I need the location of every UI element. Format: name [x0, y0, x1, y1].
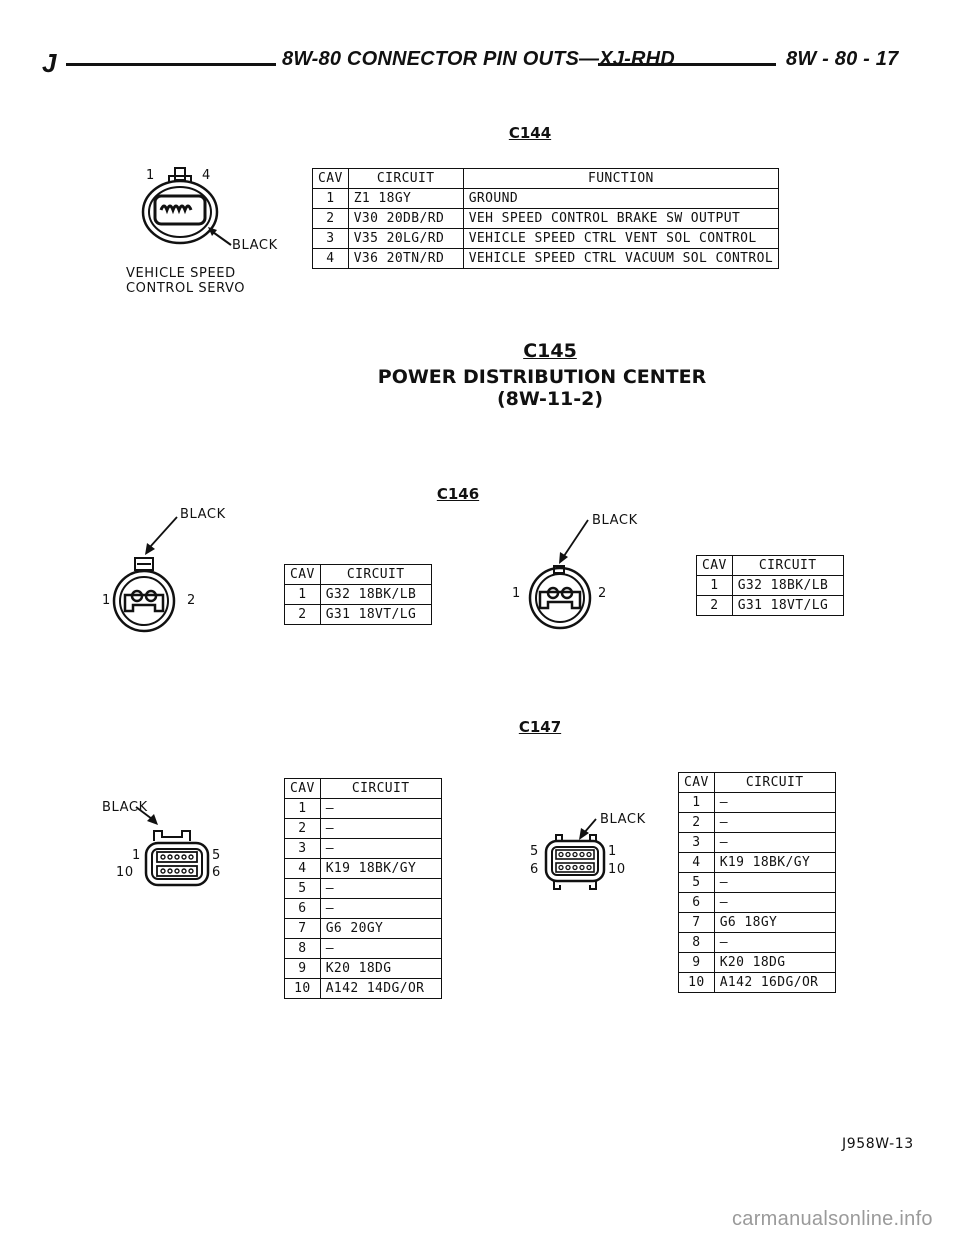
c146-right-pin-table: CAV CIRCUIT 1 G32 18BK/LB 2 G31 18VT/LG — [696, 555, 844, 616]
c144-connector-name: VEHICLE SPEED CONTROL SERVO — [126, 266, 246, 296]
header-rule-right — [598, 63, 776, 66]
c146-left-connector-icon — [112, 516, 178, 633]
table-row: 8— — [678, 932, 836, 953]
col-cav: CAV — [312, 168, 349, 189]
table-row: 4 V36 20TN/RD VEHICLE SPEED CTRL VACUUM … — [312, 248, 780, 269]
c146-right-pin-label: 2 — [598, 586, 607, 601]
table-row: 1— — [678, 792, 836, 813]
table-row: 1— — [284, 798, 442, 819]
c147-left-connector-icon — [135, 806, 210, 887]
c147-left-color-label: BLACK — [102, 800, 148, 815]
table-row: 5— — [284, 878, 442, 899]
table-row: 2 G31 18VT/LG — [284, 604, 432, 625]
header-letter: J — [42, 48, 57, 78]
c146-right-pin-label: 1 — [512, 586, 521, 601]
table-row: 2 V30 20DB/RD VEH SPEED CONTROL BRAKE SW… — [312, 208, 780, 229]
table-header-row: CAV CIRCUIT — [678, 772, 836, 793]
header-rule-left — [66, 63, 276, 66]
c146-left-pin-label: 1 — [102, 593, 111, 608]
c146-right-connector-icon — [528, 519, 592, 630]
c146-title: C146 — [436, 485, 480, 503]
c147-title: C147 — [518, 718, 562, 736]
table-row: 3 V35 20LG/RD VEHICLE SPEED CTRL VENT SO… — [312, 228, 780, 249]
c146-right-color-label: BLACK — [592, 513, 638, 528]
table-row: 6— — [678, 892, 836, 913]
table-header-row: CAV CIRCUIT — [284, 778, 442, 799]
table-row: 3— — [678, 832, 836, 853]
c147-right-pin-label: 6 — [530, 862, 539, 877]
c145-line1: POWER DISTRIBUTION CENTER — [377, 366, 707, 388]
table-row: 2 G31 18VT/LG — [696, 595, 844, 616]
table-header-row: CAV CIRCUIT — [696, 555, 844, 576]
c144-pin-table: CAV CIRCUIT FUNCTION 1 Z1 18GY GROUND 2 … — [312, 168, 780, 269]
c145-title: C145 — [523, 340, 577, 362]
table-row: 2— — [284, 818, 442, 839]
c147-right-pin-label: 10 — [608, 862, 626, 877]
c145-line2: (8W-11-2) — [496, 388, 604, 410]
c144-pin-label: 4 — [202, 168, 211, 183]
c147-right-pin-label: 5 — [530, 844, 539, 859]
table-row: 3— — [284, 838, 442, 859]
c147-left-pin-label: 6 — [212, 865, 221, 880]
col-circuit: CIRCUIT — [347, 168, 464, 189]
table-row: 5— — [678, 872, 836, 893]
figure-code: J958W-13 — [842, 1136, 914, 1152]
page-title: 8W-80 CONNECTOR PIN OUTS—XJ-RHD — [282, 48, 675, 70]
table-row: 2— — [678, 812, 836, 833]
c144-connector-icon — [141, 167, 232, 246]
table-row: 1 G32 18BK/LB — [696, 575, 844, 596]
c144-color-label: BLACK — [232, 238, 278, 253]
c147-right-color-label: BLACK — [600, 812, 646, 827]
table-row: 1 Z1 18GY GROUND — [312, 188, 780, 209]
page-number: 8W - 80 - 17 — [786, 48, 899, 70]
table-header-row: CAV CIRCUIT — [284, 564, 432, 585]
c147-left-pin-label: 1 — [132, 848, 141, 863]
c144-pin-label: 1 — [146, 168, 155, 183]
table-row: 1 G32 18BK/LB — [284, 584, 432, 605]
c146-left-color-label: BLACK — [180, 507, 226, 522]
table-header-row: CAV CIRCUIT FUNCTION — [312, 168, 780, 189]
table-row: 8— — [284, 938, 442, 959]
c147-right-pin-label: 1 — [608, 844, 617, 859]
col-function: FUNCTION — [462, 168, 780, 189]
watermark: carmanualsonline.info — [732, 1208, 933, 1230]
table-row: 6— — [284, 898, 442, 919]
c147-right-connector-icon — [544, 818, 606, 890]
c147-left-pin-label: 10 — [116, 865, 134, 880]
c144-title: C144 — [508, 124, 552, 142]
c146-left-pin-table: CAV CIRCUIT 1 G32 18BK/LB 2 G31 18VT/LG — [284, 564, 432, 625]
c146-left-pin-label: 2 — [187, 593, 196, 608]
c147-left-pin-label: 5 — [212, 848, 221, 863]
